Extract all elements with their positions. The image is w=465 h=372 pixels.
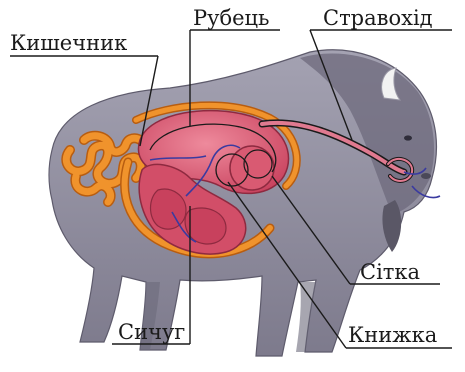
label-reticulum: Сітка [360,262,420,283]
label-esophagus: Стравохід [323,8,433,29]
label-rumen: Рубець [193,8,270,29]
label-abomasum: Сичуг [118,322,185,343]
label-intestine: Кишечник [10,33,127,54]
label-omasum: Книжка [348,325,437,346]
